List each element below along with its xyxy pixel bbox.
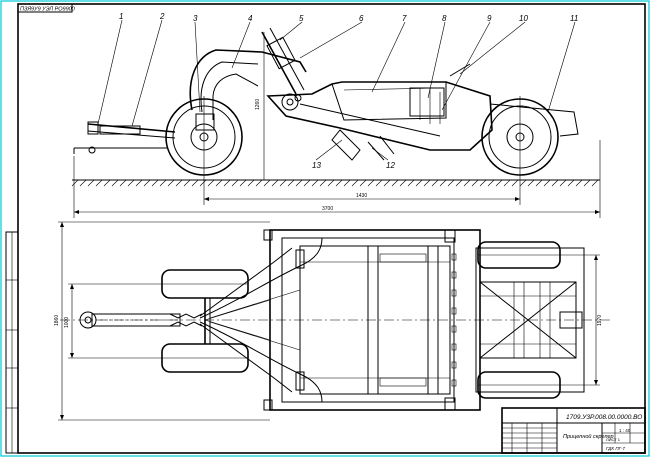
ground-hatch (71, 179, 599, 187)
callout-10: 10 (519, 14, 528, 23)
callout-12: 12 (386, 161, 395, 170)
dim-height: 1260 (255, 99, 261, 110)
bowl-side (266, 81, 493, 151)
side-view: 1430 3700 1260 (71, 19, 601, 218)
callout-1: 1 (119, 12, 123, 21)
callout-8: 8 (442, 14, 447, 23)
callout-2: 2 (159, 12, 165, 21)
plan-view: 1860 1000 1970 (54, 221, 612, 421)
title-scale: 1 : 40 (619, 428, 631, 433)
callout-3: 3 (193, 14, 198, 23)
callout-9: 9 (487, 14, 492, 23)
title-org: ГДК ПГ-7 (606, 446, 626, 451)
callout-4: 4 (248, 14, 253, 23)
callout-13: 13 (312, 161, 321, 170)
dim-width-right: 1970 (597, 315, 603, 326)
dim-width-outer: 1860 (54, 315, 60, 326)
title-block: 1709.У3Р.008.00.0000.ВО Прицепной скрепе… (501, 407, 646, 454)
title-sheet: ЛИСТ 1 (606, 437, 621, 442)
rear-frame-plan (475, 247, 585, 393)
inner-frame (17, 3, 646, 454)
top-stamp-text: ПЗЯ9У9 УЭЛ РО9900 (20, 7, 76, 13)
title-designation: 1709.У3Р.008.00.0000.ВО (566, 414, 642, 421)
dim-overall-length: 3700 (322, 206, 333, 212)
callout-5: 5 (299, 14, 304, 23)
callout-11: 11 (570, 14, 578, 23)
dim-wheelbase: 1430 (356, 193, 367, 199)
callout-6: 6 (359, 14, 364, 23)
dim-track-left: 1000 (64, 317, 70, 328)
top-stamp-box (17, 3, 73, 13)
callout-7: 7 (402, 14, 407, 23)
title-name: Прицепной скрепер (563, 433, 614, 440)
